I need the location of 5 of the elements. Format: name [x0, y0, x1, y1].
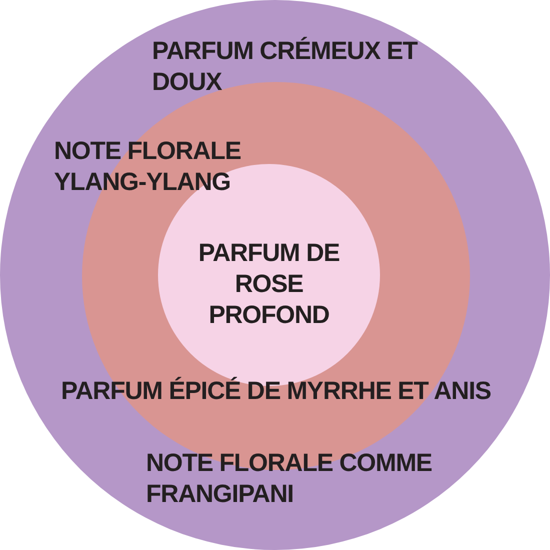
ring-label: PARFUM DE ROSE PROFOND: [197, 238, 341, 331]
ring-label: PARFUM ÉPICÉ DE MYRRHE ET ANIS: [60, 376, 492, 407]
ring-label: NOTE FLORALE COMME FRANGIPANI: [146, 448, 433, 510]
ring-label: NOTE FLORALE YLANG-YLANG: [54, 136, 242, 198]
ring-label: PARFUM CRÉMEUX ET DOUX: [152, 36, 419, 98]
